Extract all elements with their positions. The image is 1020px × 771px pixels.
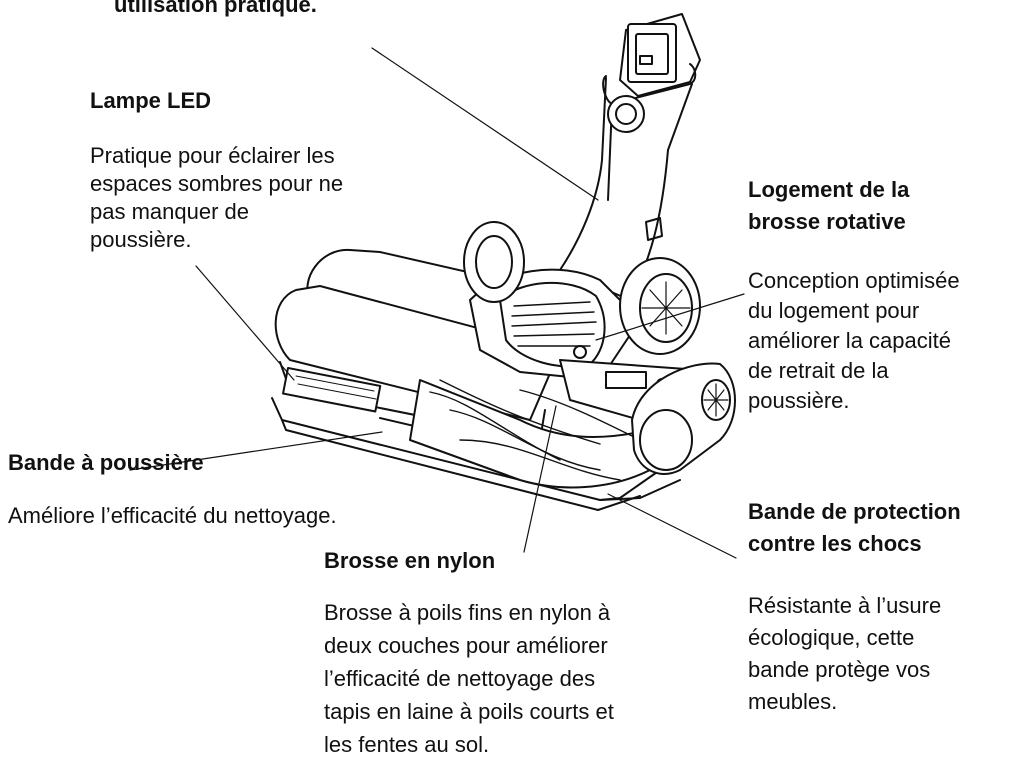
- dust-strip-line: Améliore l’efficacité du nettoyage.: [8, 503, 337, 528]
- housing-line: poussière.: [748, 388, 850, 413]
- housing-title: Logement de la brosse rotative: [748, 174, 909, 238]
- housing-title-line: Logement de la: [748, 177, 910, 202]
- nylon-line: l’efficacité de nettoyage des: [324, 666, 596, 691]
- bumper-title: Bande de protection contre les chocs: [748, 496, 961, 560]
- housing-title-line: brosse rotative: [748, 209, 906, 234]
- nylon-line: tapis en laine à poils courts et: [324, 699, 614, 724]
- nylon-title: Brosse en nylon: [324, 548, 496, 573]
- rear-wheels: [463, 221, 701, 355]
- dust-strip-title: Bande à poussière: [8, 450, 204, 475]
- leader-lines: [129, 47, 745, 559]
- housing-description: Conception optimisée du logement pour am…: [748, 266, 960, 416]
- bumper-line: bande protège vos: [748, 657, 931, 682]
- nylon-line: Brosse à poils fins en nylon à: [324, 600, 611, 625]
- bumper-line: écologique, cette: [748, 625, 915, 650]
- dust-strip-description: Améliore l’efficacité du nettoyage.: [8, 502, 337, 530]
- top-note: utilisation pratique.: [114, 0, 317, 17]
- neck-tube: [559, 13, 701, 301]
- nylon-description: Brosse à poils fins en nylon à deux couc…: [324, 596, 614, 761]
- nylon-line: les fentes au sol.: [324, 732, 490, 757]
- housing-line: Conception optimisée: [748, 268, 960, 293]
- bumper-corner: [599, 362, 736, 501]
- housing-line: de retrait de la: [748, 358, 889, 383]
- led-title: Lampe LED: [90, 88, 212, 113]
- housing-line: améliorer la capacité: [748, 328, 951, 353]
- bumper-description: Résistante à l’usure écologique, cette b…: [748, 590, 941, 718]
- led-line: pas manquer de: [90, 199, 249, 224]
- bumper-title-line: Bande de protection: [748, 499, 961, 524]
- housing-line: du logement pour: [748, 298, 920, 323]
- nylon-line: deux couches pour améliorer: [324, 633, 608, 658]
- bumper-line: Résistante à l’usure: [748, 593, 942, 618]
- led-line: Pratique pour éclairer les: [90, 143, 335, 168]
- led-line: poussière.: [90, 227, 192, 252]
- bumper-title-line: contre les chocs: [748, 531, 922, 556]
- led-description: Pratique pour éclairer les espaces sombr…: [90, 142, 343, 254]
- led-line: espaces sombres pour ne: [90, 171, 344, 196]
- bumper-line: meubles.: [748, 689, 838, 714]
